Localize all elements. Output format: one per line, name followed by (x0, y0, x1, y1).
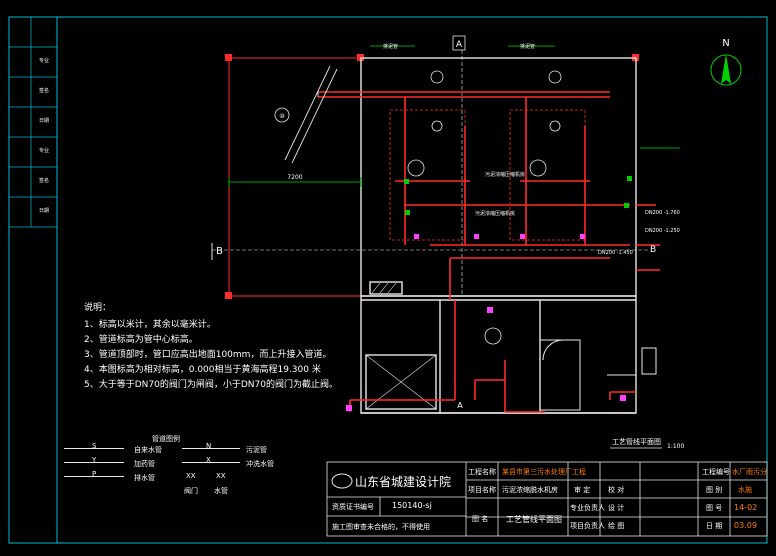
plan-label: 污泥浓缩压缩机房 (475, 210, 515, 217)
legend-title: 管道图例 (152, 435, 180, 443)
axis-a-bottom: A (457, 401, 463, 410)
right-label: 工程编号 (702, 468, 730, 476)
axis-b-label: B (216, 246, 223, 257)
legend-label: 阀门 (184, 487, 198, 495)
corner-mark (225, 292, 232, 299)
right-label: 图 号 (706, 504, 723, 512)
note-item: 1、标高以米计，其余以毫米计。 (84, 320, 216, 330)
role-label: 校 对 (608, 486, 625, 494)
left-signature-strip (9, 17, 57, 228)
diagonal-feed-pipe (284, 65, 338, 164)
legend-code: N (206, 442, 212, 450)
legend-label: 加药管 (134, 460, 155, 468)
stair-door (539, 339, 657, 411)
axis-b-label-right: B (650, 245, 656, 255)
corner-mark (225, 54, 232, 61)
grid-lines (212, 50, 650, 296)
legend-label: 水管 (214, 487, 228, 495)
right-label: 日 期 (706, 522, 723, 530)
institute-name: 山东省城建设计院 (355, 475, 452, 489)
legend-code: Y (92, 456, 97, 464)
notes-heading: 说明： (84, 303, 112, 313)
strip-label: 日期 (39, 118, 49, 124)
tanks (389, 109, 586, 241)
axis-a-top: A (452, 35, 466, 51)
cert-no: 150140-sj (392, 501, 432, 510)
plan-caption: 工艺管线平面图 (612, 437, 661, 446)
callout-10-text: ⑩ (279, 113, 284, 120)
note-item: 2、管道标高为管中心标高。 (84, 335, 198, 345)
right-value: 水厂雨污分 (732, 468, 767, 476)
axis-a-label-bottom: A (457, 401, 463, 410)
axis-a-label: A (456, 40, 463, 50)
note-item: 5、大于等于DN70的阀门为闸阀，小于DN70的阀门为截止阀。 (84, 380, 338, 390)
plan-label: DN200 -1.450 (598, 250, 633, 256)
item-label: 项目名称 (468, 486, 496, 494)
drawing-name: 工艺管线平面图 (506, 515, 562, 524)
plan-label: DN200 -1.250 (645, 228, 680, 234)
strip-label: 专业 (39, 147, 49, 154)
plan-label: 排泥管 (383, 43, 398, 50)
institute-logo (331, 473, 353, 489)
legend-code: X (206, 456, 211, 464)
right-label: 图 别 (706, 486, 723, 494)
legend-label: 污泥管 (246, 446, 267, 454)
role-label: 审 定 (574, 486, 591, 494)
valve-marks (346, 176, 632, 411)
north-arrow: N (710, 38, 742, 86)
axis-b-right: B (650, 245, 656, 255)
strip-label: 签名 (39, 177, 49, 184)
right-value: 14-02 (734, 503, 758, 512)
right-value: 水施 (738, 486, 752, 494)
legend-code: P (92, 470, 97, 478)
plan-labels: 污泥浓缩压缩机房 污泥浓缩压缩机房 排泥管 排泥管 DN200 -1.760 D… (383, 43, 680, 256)
strip-label: 专业 (39, 57, 49, 64)
dim-main: 7200 (287, 174, 302, 181)
role-label: 设 计 (608, 504, 625, 512)
title-block (326, 461, 768, 537)
role-label: 绘 图 (608, 522, 625, 530)
legend-code: S (92, 442, 97, 450)
cert-label: 资质证书编号 (332, 503, 374, 511)
callout-10 (274, 107, 290, 123)
north-label: N (722, 38, 729, 49)
legend-code: XX (216, 472, 226, 480)
drawing-label: 图 名 (472, 515, 489, 523)
general-notes: 说明： 1、标高以米计，其余以毫米计。 2、管道标高为管中心标高。 3、管道顶部… (84, 301, 354, 393)
legend-label: 排水管 (134, 474, 155, 482)
stamp-note: 施工图审查未合格的，不得使用 (332, 523, 430, 531)
item-name: 污泥浓缩脱水机房 (502, 486, 558, 494)
plan-caption-scale: 1:100 (667, 443, 684, 450)
left-strip-labels: 专业 签名 日期 专业 签名 日期 (39, 57, 49, 214)
role-label: 项目负责人 (570, 522, 605, 530)
strip-label: 签名 (39, 87, 49, 94)
legend-code: XX (186, 472, 196, 480)
building-walls (360, 57, 637, 414)
legend-label: 自来水管 (134, 446, 162, 454)
axis-b-left: B (211, 243, 223, 260)
plan-label: 污泥浓缩压缩机房 (485, 171, 525, 178)
plan-label: 排泥管 (520, 43, 535, 50)
inner-frame (56, 16, 768, 544)
note-item: 4、本图标高为相对标高，0.000相当于黄海高程19.300 米 (84, 365, 321, 375)
hatching (365, 282, 437, 410)
note-item: 3、管道顶部时，管口应高出地面100mm，而上升接入管道。 (84, 350, 332, 360)
strip-label: 日期 (39, 208, 49, 214)
role-label: 专业负责人 (570, 504, 605, 512)
project-name: 某县市第三污水处理厂工程 (502, 468, 586, 476)
project-label: 工程名称 (468, 468, 496, 476)
tank-circles (407, 70, 562, 345)
dim-lines (228, 45, 680, 187)
legend-label: 冲洗水管 (246, 460, 274, 468)
pipe-legend: 管道图例 S 自来水管 Y 加药管 P 排水管 N 污泥管 X 冲洗水管 XX … (64, 434, 324, 504)
plan-label: DN200 -1.760 (645, 210, 680, 216)
right-value: 03.09 (734, 521, 757, 530)
